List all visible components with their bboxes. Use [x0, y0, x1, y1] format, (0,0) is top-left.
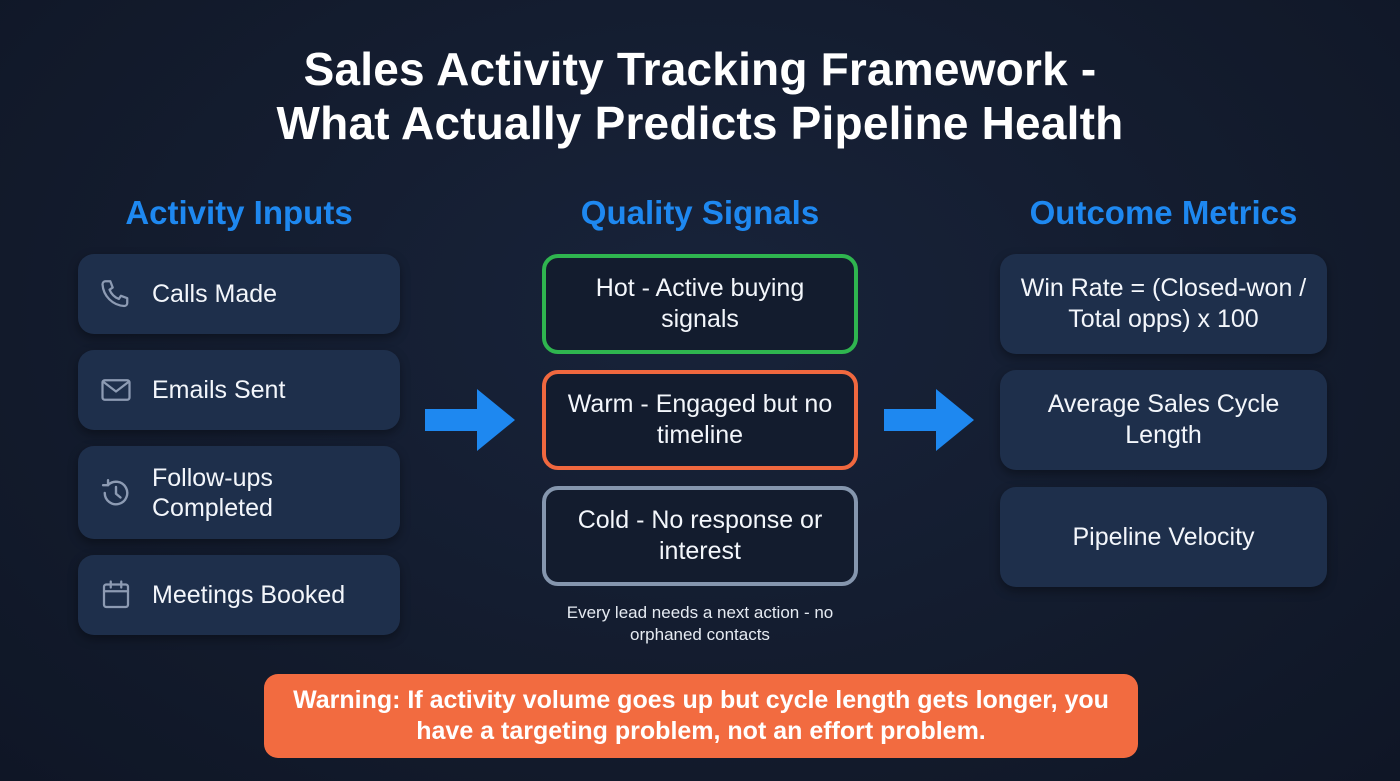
quality-signals-heading: Quality Signals — [580, 194, 820, 231]
signal-label: Warm - Engaged but no timeline — [567, 390, 833, 449]
signal-cold: Cold - No response or interest — [542, 486, 858, 586]
warning-banner: Warning: If activity volume goes up but … — [264, 674, 1138, 758]
activity-label: Meetings Booked — [152, 581, 346, 609]
outcome-card-sales-cycle: Average Sales Cycle Length — [1000, 370, 1327, 470]
activity-card-calls: Calls Made — [78, 254, 400, 334]
title-line-1: Sales Activity Tracking Framework - — [303, 43, 1097, 95]
signal-warm: Warm - Engaged but no timeline — [542, 370, 858, 470]
activity-label: Emails Sent — [152, 376, 286, 404]
envelope-icon — [98, 372, 134, 408]
title-line-2: What Actually Predicts Pipeline Health — [276, 97, 1124, 149]
activity-card-emails: Emails Sent — [78, 350, 400, 430]
outcome-label: Pipeline Velocity — [1072, 522, 1255, 551]
outcome-label: Win Rate = (Closed-won / Total opps) x 1… — [1020, 274, 1307, 333]
outcome-metrics-heading: Outcome Metrics — [1029, 194, 1298, 231]
outcome-card-win-rate: Win Rate = (Closed-won / Total opps) x 1… — [1000, 254, 1327, 354]
signal-label: Cold - No response or interest — [577, 506, 823, 565]
activity-card-meetings: Meetings Booked — [78, 555, 400, 635]
activity-label: Calls Made — [152, 280, 278, 308]
activity-card-followups: Follow-ups Completed — [78, 446, 400, 539]
activity-inputs-heading: Activity Inputs — [125, 194, 353, 231]
page-title: Sales Activity Tracking Framework - What… — [0, 42, 1400, 150]
arrow-right-icon — [425, 389, 517, 451]
outcome-label: Average Sales Cycle Length — [1047, 390, 1280, 449]
activity-label: Follow-ups Completed — [152, 463, 273, 522]
warning-text: Warning: If activity volume goes up but … — [293, 686, 1109, 745]
calendar-icon — [98, 577, 134, 613]
history-clock-icon — [98, 475, 134, 511]
phone-icon — [98, 276, 134, 312]
outcome-card-pipeline-velocity: Pipeline Velocity — [1000, 487, 1327, 587]
arrow-right-icon — [884, 389, 976, 451]
signal-hot: Hot - Active buying signals — [542, 254, 858, 354]
next-action-note: Every lead needs a next action - no orph… — [566, 603, 834, 644]
signal-label: Hot - Active buying signals — [595, 274, 805, 333]
